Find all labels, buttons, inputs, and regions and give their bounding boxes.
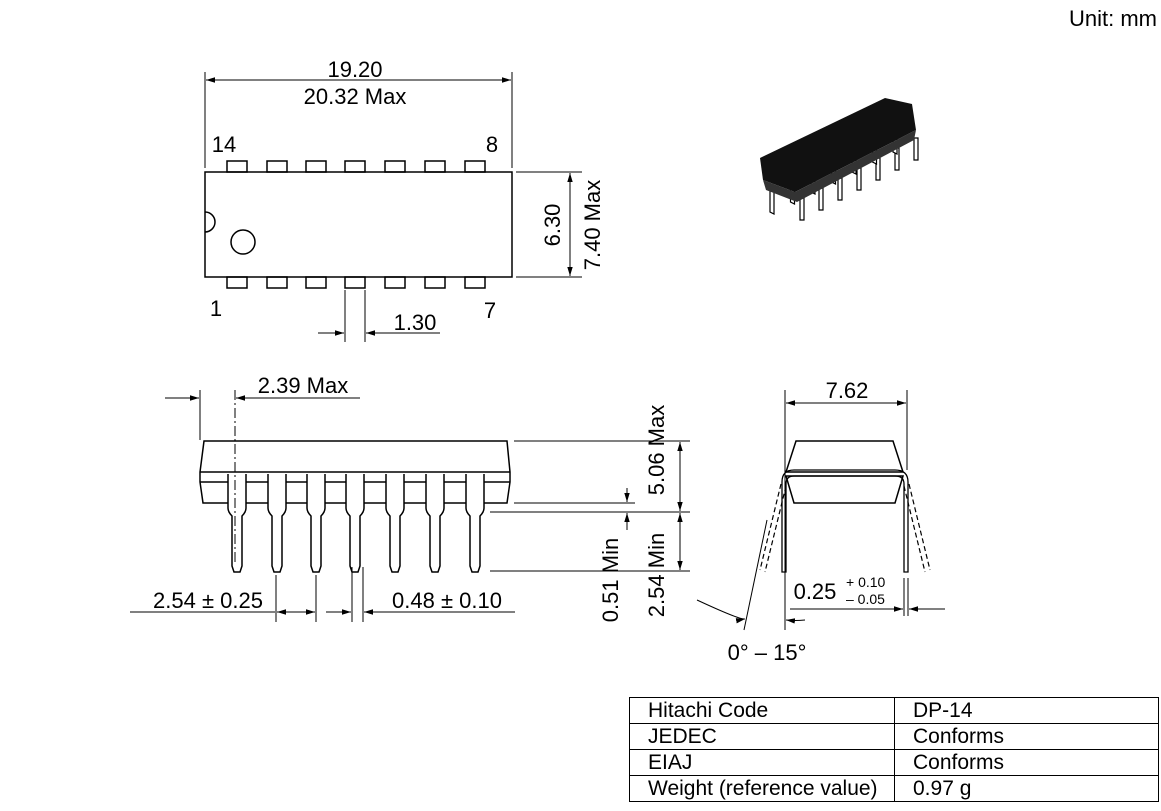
angle-label: 0° – 15° (728, 640, 807, 665)
width-label: 6.30 (540, 204, 565, 247)
lead (267, 474, 287, 573)
end-view (696, 390, 945, 631)
pin (384, 276, 406, 289)
lead (306, 474, 326, 573)
pin-label-7: 7 (484, 298, 496, 323)
pin (424, 160, 446, 173)
lead (465, 474, 485, 573)
spec-value: 0.97 g (894, 775, 1159, 802)
pin-width-label: 1.30 (394, 310, 437, 335)
package-3d-illustration (760, 98, 919, 221)
side-body (199, 440, 511, 504)
length-max-label: 20.32 Max (304, 84, 407, 109)
side-view (130, 390, 690, 622)
pin1-marker (230, 229, 256, 255)
spec-value: DP-14 (894, 697, 1159, 724)
pin-label-1: 1 (210, 296, 222, 321)
pin (464, 160, 486, 173)
chip-lead (837, 177, 843, 201)
unit-label: Unit: mm (1069, 6, 1157, 31)
spec-key: JEDEC (629, 723, 895, 750)
pin-label-14: 14 (212, 132, 236, 157)
pitch-label: 2.54 ± 0.25 (153, 588, 263, 613)
top-view (204, 72, 582, 342)
pin (305, 160, 327, 173)
pin (305, 276, 327, 289)
tolerance-plus: + 0.10 (846, 574, 886, 590)
standoff-label: 0.51 Min (598, 538, 623, 622)
lead-thickness-label: 0.25 (794, 579, 837, 604)
pin (464, 276, 486, 289)
row-spacing-label: 7.62 (826, 378, 869, 403)
pin (226, 160, 248, 173)
lead (345, 474, 365, 573)
chip-lead (769, 189, 775, 215)
pin1-notch (204, 211, 216, 233)
lead (385, 474, 405, 573)
top-pins (226, 160, 486, 289)
pin (344, 160, 366, 173)
spec-value: Conforms (894, 723, 1159, 750)
pin (266, 276, 288, 289)
width-max-label: 7.40 Max (580, 180, 605, 271)
chip-lead (856, 167, 862, 191)
lead-length-label: 2.54 Min (644, 533, 669, 617)
height-label: 5.06 Max (644, 405, 669, 496)
pin (344, 276, 366, 289)
pin (226, 276, 248, 289)
tolerance-minus: – 0.05 (846, 591, 885, 607)
spec-key: Weight (reference value) (629, 775, 895, 802)
pin (266, 160, 288, 173)
end-offset-label: 2.39 Max (258, 373, 349, 398)
chip-lead (799, 197, 805, 221)
spec-value: Conforms (894, 749, 1159, 776)
length-label: 19.20 (327, 57, 382, 82)
pin (424, 276, 446, 289)
chip-lead (913, 137, 919, 161)
table-row: Weight (reference value)0.97 g (629, 775, 1159, 802)
package-body (204, 171, 513, 278)
lead (227, 474, 247, 573)
pin-label-8: 8 (486, 132, 498, 157)
spec-key: EIAJ (629, 749, 895, 776)
chip-lead (818, 187, 824, 211)
pin (384, 160, 406, 173)
lead (425, 474, 445, 573)
left-lead (781, 469, 909, 573)
lead-width-label: 0.48 ± 0.10 (392, 588, 502, 613)
spec-key: Hitachi Code (629, 697, 895, 724)
